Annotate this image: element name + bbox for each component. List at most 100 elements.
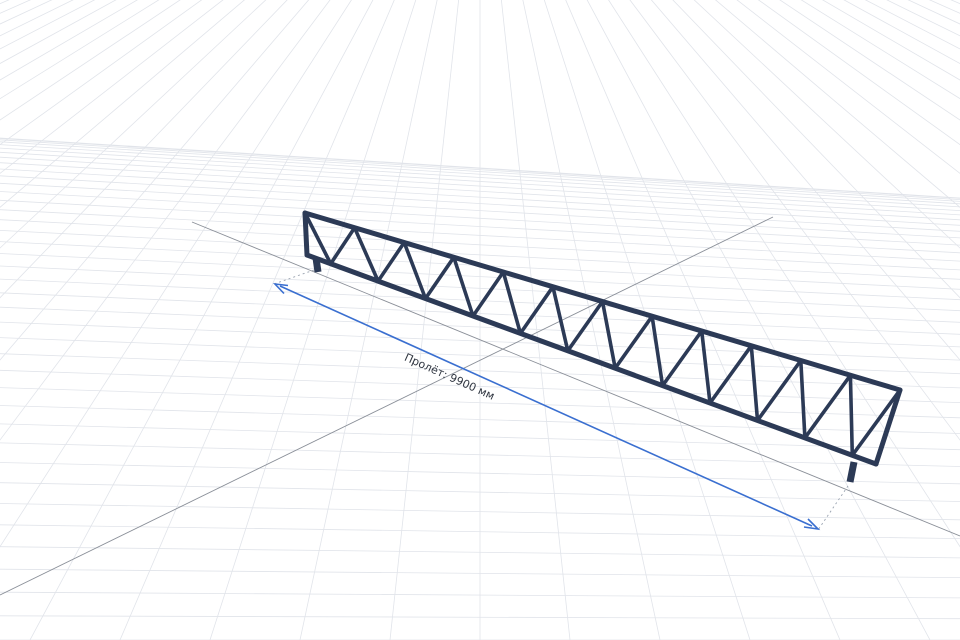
grid-line-depth (822, 0, 960, 81)
grid-line-depth (629, 0, 960, 441)
truss-end-post-left (302, 210, 310, 258)
grid-line-depth (0, 0, 203, 146)
grid-line-cross (0, 546, 960, 559)
grid-line-depth (736, 0, 960, 174)
grid-line-cross (0, 151, 960, 211)
dimension-extension-left (273, 269, 315, 285)
grid-line-depth (0, 0, 288, 299)
grid-line-cross (0, 387, 960, 419)
truss-diagonal (613, 314, 654, 371)
truss-diagonal (565, 299, 605, 353)
grid-line-depth (800, 0, 960, 100)
grid-line-depth (715, 0, 960, 208)
grid-line-depth (650, 0, 960, 361)
truss-diagonal (798, 358, 807, 440)
grid-line-depth (565, 0, 841, 640)
truss-diagonal (803, 373, 853, 440)
grid-line-depth (0, 0, 32, 14)
grid-line-depth (0, 0, 117, 64)
grid-line-cross (0, 191, 960, 246)
grid-line-cross (0, 139, 960, 200)
grid-line-cross (0, 615, 960, 620)
grid-line-cross (0, 144, 960, 205)
truss-top-chord (302, 210, 903, 393)
truss-diagonal (660, 329, 704, 388)
grid-line-cross (0, 369, 960, 403)
grid-line-cross (0, 162, 960, 221)
grid-line-cross (0, 306, 960, 348)
grid-line-cross (0, 138, 960, 199)
grid-line-cross (0, 482, 960, 502)
grid-line-depth (608, 0, 960, 548)
grid-line-depth (0, 0, 352, 548)
grid-line-cross (0, 292, 960, 335)
grid-line-depth (119, 0, 395, 640)
grid-line-cross (0, 591, 960, 599)
grid-line-cross (0, 219, 960, 271)
truss-end-post-right (873, 387, 903, 467)
grid-line-cross (0, 353, 960, 389)
grid-line-cross (0, 462, 960, 485)
truss-diagonal (650, 314, 665, 388)
grid-line-depth (757, 0, 960, 146)
truss-diagonal (755, 358, 803, 423)
truss-diagonal (352, 226, 380, 283)
grid-line-depth (843, 0, 960, 65)
truss-model[interactable] (302, 210, 903, 483)
grid-line-cross (0, 524, 960, 539)
grid-line-cross (0, 141, 960, 202)
truss-diagonal (551, 284, 570, 353)
truss-diagonal (402, 240, 428, 301)
dimension-extension-right (817, 485, 849, 531)
grid-line-cross (0, 568, 960, 578)
grid-line-depth (389, 0, 460, 640)
dimension-line (279, 285, 813, 527)
grid-line-cross (0, 265, 960, 312)
grid-line-depth (0, 0, 138, 81)
ground-axes (0, 216, 960, 596)
truss-diagonal (376, 240, 407, 283)
truss-diagonal (303, 211, 333, 266)
truss-support-right (846, 461, 858, 483)
grid-line-depth (543, 0, 751, 640)
grid-line-cross (0, 199, 960, 254)
dimension-arrow-right-icon (803, 518, 821, 531)
truss-diagonal (708, 343, 754, 405)
truss-diagonal (518, 284, 555, 336)
truss-diagonal (848, 373, 855, 458)
grid-line-depth (0, 0, 53, 25)
axis-z-line (0, 216, 774, 596)
grid-line-depth (209, 0, 417, 640)
truss-diagonal (328, 226, 357, 266)
grid-line-depth (0, 0, 10, 5)
span-dimension[interactable]: Пролёт: 9900 мм (272, 269, 849, 531)
truss-diagonal (699, 329, 712, 405)
grid-line-cross (0, 156, 960, 216)
grid-line-cross (0, 175, 960, 232)
grid-line-depth (693, 0, 960, 249)
grid-line-cross (0, 503, 960, 521)
axis-x-line (191, 221, 960, 537)
truss-diagonal (850, 388, 902, 458)
truss-bottom-chord (304, 252, 879, 467)
truss-diagonal (501, 270, 523, 336)
grid-line-cross (0, 405, 960, 434)
grid-line-depth (0, 0, 160, 100)
grid-line-depth (586, 0, 931, 640)
grid-line-depth (779, 0, 960, 121)
truss-diagonal (749, 343, 760, 423)
truss-diagonal (471, 270, 506, 318)
grid-line-depth (0, 0, 267, 249)
truss-web-members (303, 211, 902, 458)
grid-line-cross (0, 278, 960, 323)
grid-line-depth (29, 0, 374, 640)
grid-line-cross (0, 147, 960, 208)
grid-line-depth (0, 0, 245, 208)
dimension-arrow-left-icon (272, 282, 289, 295)
grid-line-cross (0, 423, 960, 451)
grid-line-cross (0, 321, 960, 361)
grid-line-depth (928, 0, 960, 14)
grid-line-depth (907, 0, 960, 25)
